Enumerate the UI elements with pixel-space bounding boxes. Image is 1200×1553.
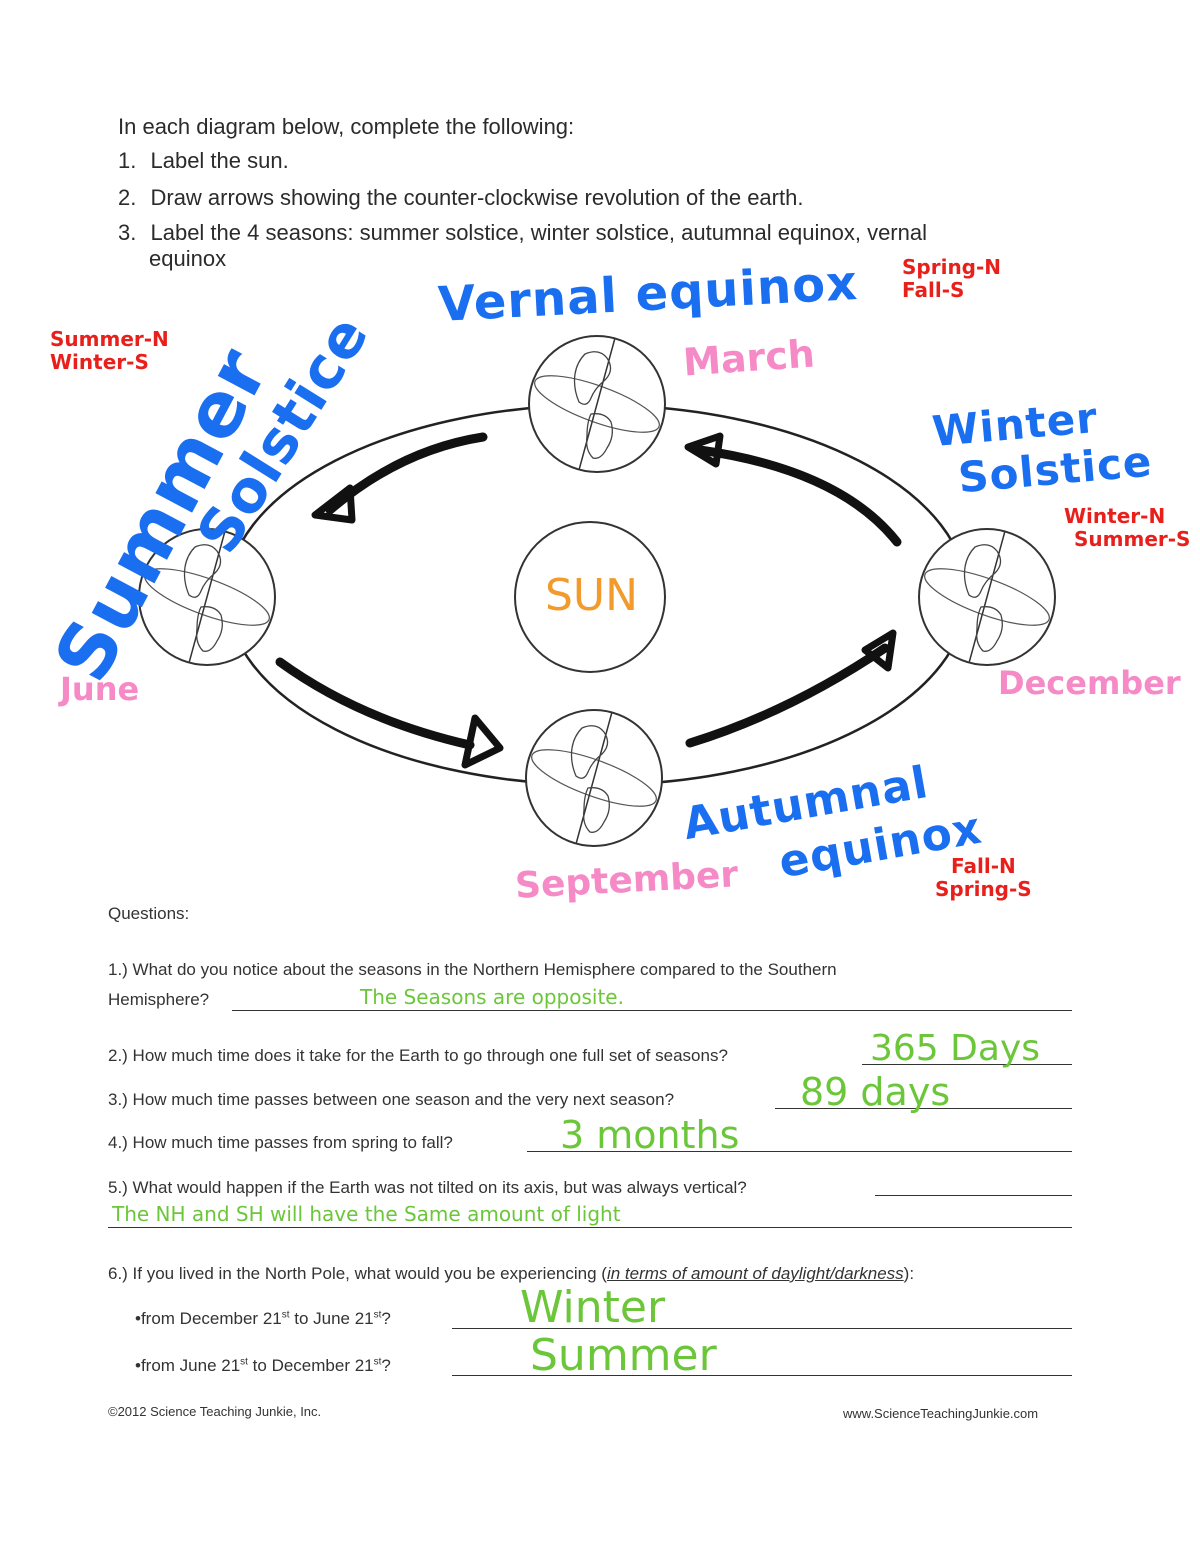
answer-1: The Seasons are opposite. xyxy=(360,985,624,1009)
instruction-item-1: 1. Label the sun. xyxy=(118,148,289,174)
arrow-bottom-right xyxy=(685,643,890,748)
orbit-diagram xyxy=(137,335,1057,847)
answer-line xyxy=(232,1010,1072,1011)
instruction-num: 1. xyxy=(118,148,137,173)
note-north: Fall-N xyxy=(951,854,1016,878)
answer-line xyxy=(775,1108,1072,1109)
note-north: Summer-N xyxy=(50,327,169,351)
answer-3: 89 days xyxy=(800,1070,951,1114)
answer-line xyxy=(862,1064,1072,1065)
footer-copyright: ©2012 Science Teaching Junkie, Inc. xyxy=(108,1404,322,1419)
bullet-text: •from June 21 xyxy=(135,1356,241,1375)
hemisphere-note-top: Spring-N Fall-S xyxy=(902,256,1001,302)
note-north: Winter-N xyxy=(1064,504,1166,528)
instruction-item-2: 2. Draw arrows showing the counter-clock… xyxy=(118,185,803,211)
questions-heading: Questions: xyxy=(108,904,190,923)
question-6: 6.) If you lived in the North Pole, what… xyxy=(108,1264,914,1284)
question-6-emphasis: in terms of amount of daylight/darkness xyxy=(606,1264,904,1283)
ordinal-suffix: st xyxy=(373,1309,382,1321)
earth-right xyxy=(917,528,1057,666)
question-6-end: ): xyxy=(903,1264,915,1283)
answer-6a: Winter xyxy=(520,1282,666,1333)
arrow-top-left xyxy=(325,432,488,515)
instruction-num: 3. xyxy=(118,220,137,245)
answer-5: The NH and SH will have the Same amount … xyxy=(112,1202,621,1226)
arrow-left-bottom xyxy=(275,657,475,750)
question-1-line-1: 1.) What do you notice about the seasons… xyxy=(108,960,837,979)
month-label-december: December xyxy=(998,664,1181,702)
month-label-march: March xyxy=(681,331,817,385)
instruction-text: Label the 4 seasons: summer solstice, wi… xyxy=(150,220,927,245)
answer-line xyxy=(108,1227,1072,1228)
note-south: Spring-S xyxy=(935,877,1032,901)
ordinal-suffix: st xyxy=(281,1309,290,1321)
note-south: Summer-S xyxy=(1074,527,1191,551)
hemisphere-note-right: Winter-N Summer-S xyxy=(1064,505,1190,551)
sun-label: SUN xyxy=(545,570,639,621)
instruction-text: Label the sun. xyxy=(150,148,289,173)
earth-bottom xyxy=(524,709,664,847)
question-6-text: 6.) If you lived in the North Pole, what… xyxy=(108,1264,607,1283)
question-6-bullet-1: •from December 21st to June 21st? xyxy=(135,1309,391,1329)
answer-line xyxy=(875,1195,1072,1196)
bullet-text: to December 21 xyxy=(247,1356,374,1375)
question-4: 4.) How much time passes from spring to … xyxy=(108,1133,453,1152)
question-5: 5.) What would happen if the Earth was n… xyxy=(108,1178,747,1197)
ordinal-suffix: st xyxy=(373,1356,382,1368)
sun xyxy=(514,521,666,673)
bullet-text: ? xyxy=(381,1356,391,1375)
footer-website: www.ScienceTeachingJunkie.com xyxy=(843,1406,1039,1421)
arrow-head xyxy=(311,484,356,524)
bullet-text: to June 21 xyxy=(289,1309,374,1328)
hemisphere-note-left: Summer-N Winter-S xyxy=(50,328,169,374)
question-1-line-2: Hemisphere? xyxy=(108,990,210,1009)
arrow-head xyxy=(461,714,504,769)
answer-line xyxy=(527,1151,1072,1152)
note-south: Fall-S xyxy=(902,278,965,302)
arrow-head xyxy=(861,629,897,672)
month-label-june: June xyxy=(60,670,140,708)
note-north: Spring-N xyxy=(902,255,1002,279)
bullet-text: •from December 21 xyxy=(135,1309,282,1328)
answer-6b: Summer xyxy=(530,1330,717,1381)
note-south: Winter-S xyxy=(50,350,149,374)
question-2: 2.) How much time does it take for the E… xyxy=(108,1046,728,1065)
answer-2: 365 Days xyxy=(870,1028,1040,1069)
question-6-bullet-2: •from June 21st to December 21st? xyxy=(135,1356,391,1376)
answer-line xyxy=(452,1375,1072,1376)
instruction-item-3: 3. Label the 4 seasons: summer solstice,… xyxy=(118,220,927,246)
arrow-right-top xyxy=(695,445,902,547)
arrow-head xyxy=(684,432,724,468)
bullet-text: ? xyxy=(381,1309,391,1328)
ordinal-suffix: st xyxy=(240,1356,248,1368)
hemisphere-note-bottom: Fall-N Spring-S xyxy=(935,855,1032,901)
instruction-num: 2. xyxy=(118,185,137,210)
question-3: 3.) How much time passes between one sea… xyxy=(108,1090,675,1109)
instructions-intro: In each diagram below, complete the foll… xyxy=(118,114,575,139)
answer-4: 3 months xyxy=(560,1113,740,1157)
earth-top xyxy=(527,335,667,473)
instruction-text: Draw arrows showing the counter-clockwis… xyxy=(150,185,804,210)
instruction-item-3-cont: equinox xyxy=(149,246,227,271)
answer-line xyxy=(452,1328,1072,1329)
